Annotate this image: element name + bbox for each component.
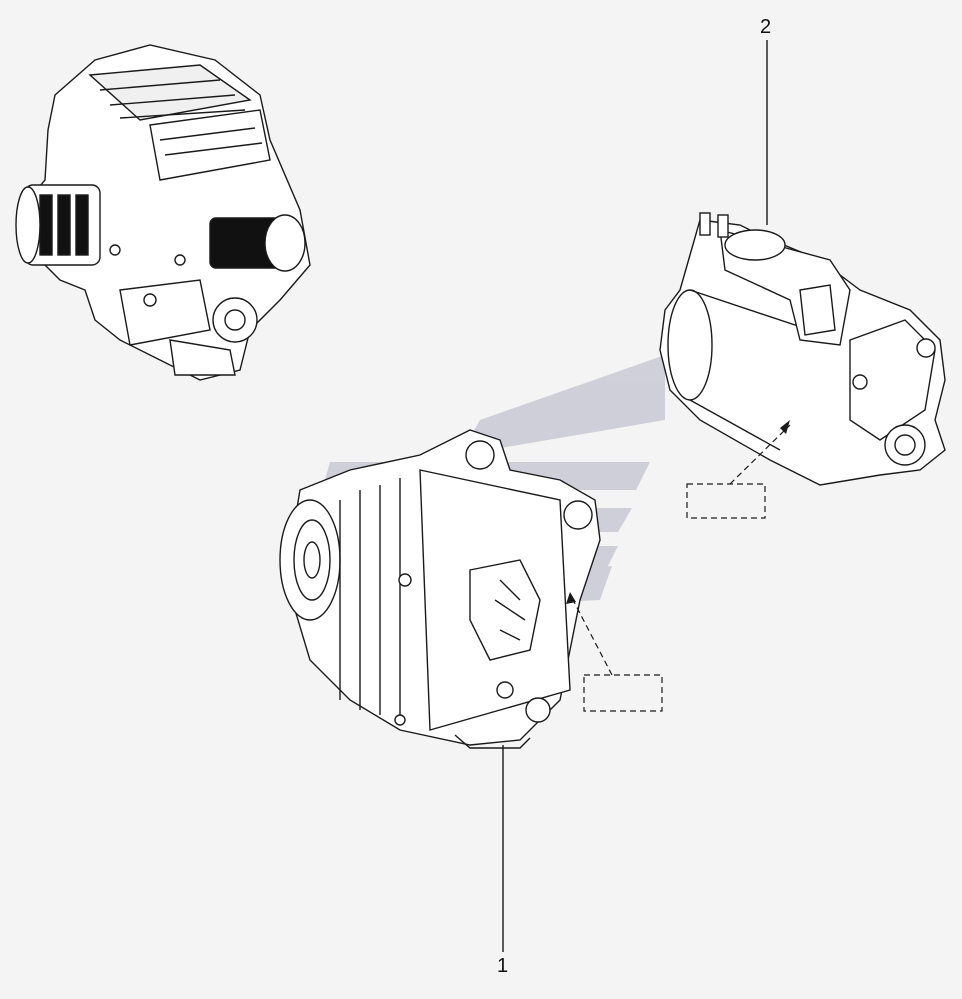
leader-lines <box>502 40 768 952</box>
starter-motor-illustration <box>659 212 946 486</box>
callout-number-1: 1 <box>497 955 509 977</box>
reference-box-starter <box>686 483 766 519</box>
alternator-illustration <box>279 429 601 749</box>
engine-illustration <box>15 44 311 381</box>
callout-number-2: 2 <box>760 16 772 38</box>
reference-arrowheads <box>566 420 790 604</box>
reference-box-alternator <box>583 674 663 712</box>
reference-markers <box>571 424 791 712</box>
